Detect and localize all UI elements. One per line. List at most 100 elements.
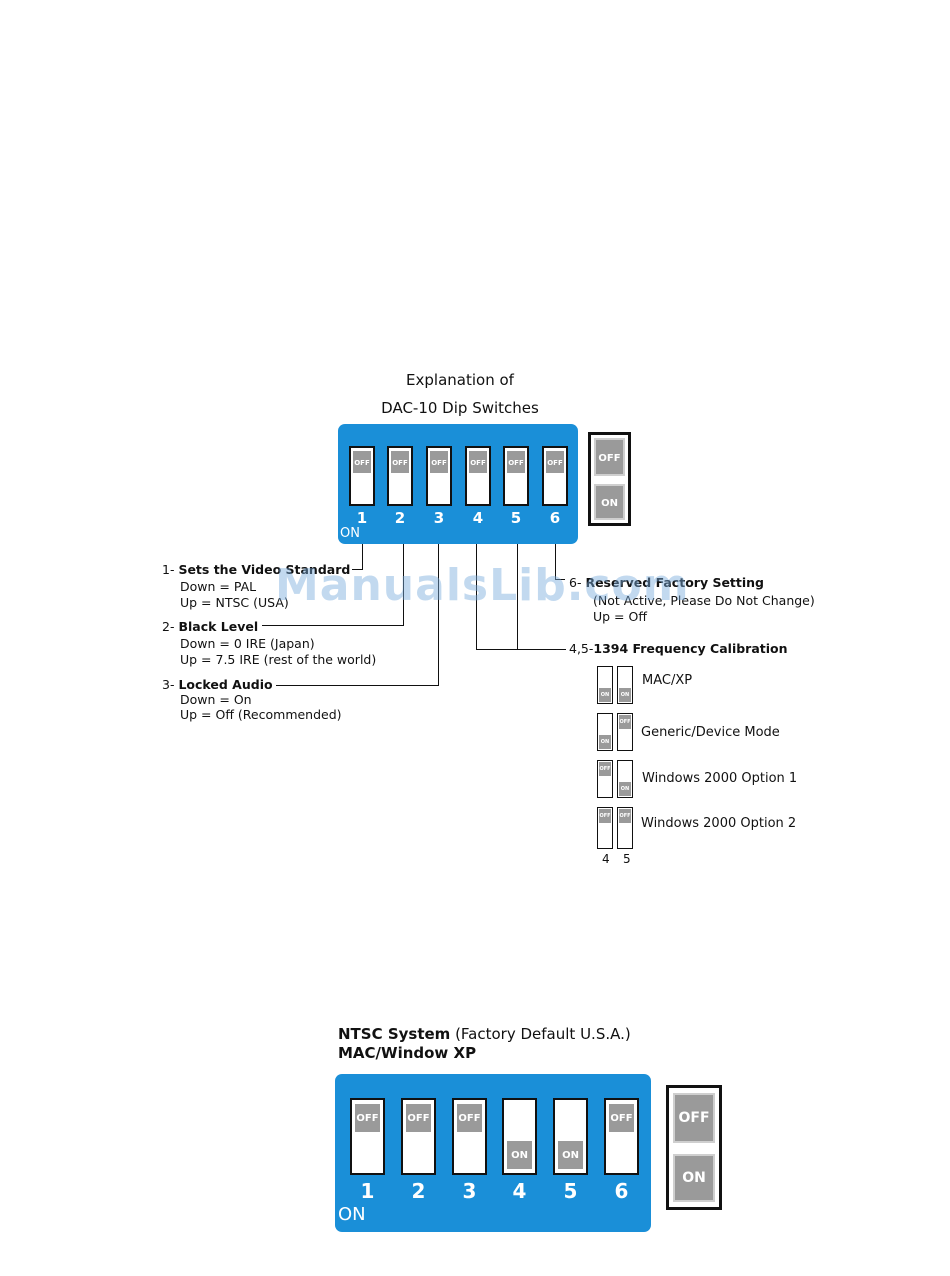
on-label: ON xyxy=(340,526,360,541)
item-6-prefix: 6- xyxy=(569,575,582,590)
switch-knob: OFF xyxy=(352,450,372,474)
diagram-title-line1: Explanation of xyxy=(406,371,514,389)
dip-switch-2: OFF xyxy=(401,1098,436,1175)
bottom-title-rest: (Factory Default U.S.A.) xyxy=(450,1025,631,1043)
mode-1-label: MAC/XP xyxy=(642,673,693,688)
bottom-title-bold: NTSC System xyxy=(338,1025,451,1043)
leader-line-3h xyxy=(276,685,439,686)
switch-number-5: 5 xyxy=(510,509,522,527)
item-3-line1: Down = On xyxy=(180,692,252,707)
dip-switch-1: OFF xyxy=(349,446,375,506)
item-2-line2: Up = 7.5 IRE (rest of the world) xyxy=(180,652,377,667)
switch-number-4: 4 xyxy=(472,509,484,527)
item-3-line2: Up = Off (Recommended) xyxy=(180,707,342,722)
mode-4-switch-4: OFF xyxy=(597,807,613,849)
mode-1-switch-4-knob: ON xyxy=(599,688,611,702)
dip-switch-6: OFF xyxy=(542,446,568,506)
dip-switch-1: OFF xyxy=(350,1098,385,1175)
leader-line-6h xyxy=(555,579,565,580)
dip-switch-6: OFF xyxy=(604,1098,639,1175)
leader-line-5 xyxy=(517,544,518,650)
leader-line-1 xyxy=(362,544,363,570)
mode-1-switch-4: ON xyxy=(597,666,613,704)
item-1-prefix: 1- xyxy=(162,562,175,577)
item-2-line1: Down = 0 IRE (Japan) xyxy=(180,636,315,651)
switch-number-6: 6 xyxy=(614,1179,629,1203)
leader-line-1h xyxy=(352,569,363,570)
switch-knob: OFF xyxy=(390,450,410,474)
item-3-prefix: 3- xyxy=(162,677,175,692)
on-label: ON xyxy=(338,1204,366,1225)
switch-number-1: 1 xyxy=(356,509,368,527)
leader-line-6 xyxy=(555,544,556,580)
item-6-heading: 6- Reserved Factory Setting xyxy=(569,575,764,591)
mode-2-label: Generic/Device Mode xyxy=(641,725,780,740)
switch-knob: ON xyxy=(557,1140,584,1170)
legend-on-key: ON xyxy=(594,484,625,520)
item-1-heading: 1- Sets the Video Standard xyxy=(162,562,350,578)
switch-number-6: 6 xyxy=(549,509,561,527)
switch-knob: OFF xyxy=(608,1103,635,1133)
item-45-prefix: 4,5- xyxy=(569,641,594,656)
item-2-title: Black Level xyxy=(178,619,259,634)
switch-number-2: 2 xyxy=(394,509,406,527)
item-6-line1: (Not Active, Please Do Not Change) xyxy=(593,593,815,608)
switch-number-5: 5 xyxy=(563,1179,578,1203)
item-45-title: 1394 Frequency Calibration xyxy=(593,641,788,656)
bottom-subtitle: MAC/Window XP xyxy=(338,1044,477,1062)
dip-switch-2: OFF xyxy=(387,446,413,506)
watermark: ManualsLib.com xyxy=(275,560,690,611)
item-6-title: Reserved Factory Setting xyxy=(585,575,765,590)
item-2-heading: 2- Black Level xyxy=(162,619,258,635)
leader-line-2 xyxy=(403,544,404,626)
dip-switch-panel-bottom: OFF OFF OFF ON ON OFF 1 2 3 4 5 6 ON xyxy=(335,1074,651,1232)
switch-knob: ON xyxy=(506,1140,533,1170)
mode-1-switch-5: ON xyxy=(617,666,633,704)
dip-switch-4: ON xyxy=(502,1098,537,1175)
mode-4-switch-5-knob: OFF xyxy=(619,809,631,823)
item-3-heading: 3- Locked Audio xyxy=(162,677,273,693)
mode-4-switch-5: OFF xyxy=(617,807,633,849)
mode-2-switch-4: ON xyxy=(597,713,613,751)
switch-number-3: 3 xyxy=(433,509,445,527)
dip-switch-4: OFF xyxy=(465,446,491,506)
legend-off-key: OFF xyxy=(594,438,625,476)
dip-switch-5: OFF xyxy=(503,446,529,506)
switch-number-3: 3 xyxy=(462,1179,477,1203)
mode-4-label: Windows 2000 Option 2 xyxy=(641,816,797,831)
switch-knob: OFF xyxy=(429,450,449,474)
mode-3-switch-4: OFF xyxy=(597,760,613,798)
switch-number-4: 4 xyxy=(512,1179,527,1203)
diagram-title-line2: DAC-10 Dip Switches xyxy=(381,399,539,417)
mode-3-label: Windows 2000 Option 1 xyxy=(642,771,798,786)
item-1-line1: Down = PAL xyxy=(180,579,257,594)
leader-line-4 xyxy=(476,544,477,650)
item-3-title: Locked Audio xyxy=(178,677,273,692)
switch-knob: OFF xyxy=(354,1103,381,1133)
mode-4-switch-4-knob: OFF xyxy=(599,809,611,823)
mode-2-switch-5: OFF xyxy=(617,713,633,751)
leader-line-2h xyxy=(262,625,404,626)
item-1-line2: Up = NTSC (USA) xyxy=(180,595,289,610)
mode-col-4-label: 4 xyxy=(602,852,610,866)
switch-legend-bottom: OFF ON xyxy=(666,1085,722,1210)
item-2-prefix: 2- xyxy=(162,619,175,634)
switch-number-1: 1 xyxy=(360,1179,375,1203)
switch-knob: OFF xyxy=(545,450,565,474)
dip-switch-3: OFF xyxy=(426,446,452,506)
mode-1-switch-5-knob: ON xyxy=(619,688,631,702)
switch-knob: OFF xyxy=(405,1103,432,1133)
leader-line-3 xyxy=(438,544,439,686)
mode-3-switch-4-knob: OFF xyxy=(599,762,611,776)
switch-knob: OFF xyxy=(506,450,526,474)
mode-3-switch-5: ON xyxy=(617,760,633,798)
dip-switch-3: OFF xyxy=(452,1098,487,1175)
item-1-title: Sets the Video Standard xyxy=(178,562,351,577)
switch-knob: OFF xyxy=(468,450,488,474)
item-45-heading: 4,5-1394 Frequency Calibration xyxy=(569,641,788,657)
item-6-line2: Up = Off xyxy=(593,609,647,624)
bottom-title: NTSC System (Factory Default U.S.A.) xyxy=(338,1025,631,1044)
dip-switch-panel-top: OFF OFF OFF OFF OFF OFF 1 2 3 4 5 6 ON xyxy=(338,424,578,544)
legend-off-key: OFF xyxy=(673,1093,715,1143)
switch-knob: OFF xyxy=(456,1103,483,1133)
